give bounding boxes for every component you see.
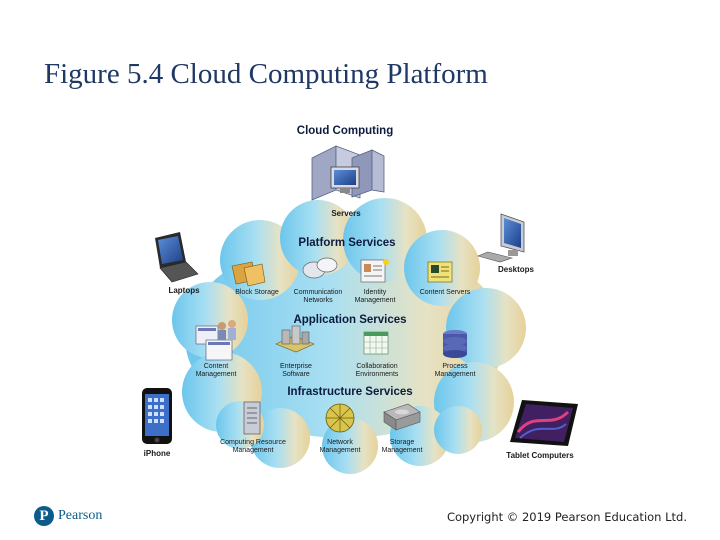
platform-item-label: Content Servers <box>420 289 471 296</box>
pearson-logo-mark: P <box>34 506 54 526</box>
servers-label: Servers <box>331 209 361 218</box>
platform-item-label: Block Storage <box>235 289 279 296</box>
application-item-label: Management <box>435 371 476 378</box>
pearson-logo: P Pearson <box>34 506 102 526</box>
infrastructure-services-title: Infrastructure Services <box>287 386 412 398</box>
laptops-label: Laptops <box>168 286 200 295</box>
block-storage-icon <box>231 261 266 287</box>
platform-item-label: Identity <box>364 289 387 296</box>
tablets-label: Tablet Computers <box>506 451 574 460</box>
computing-resource-icon <box>243 401 261 435</box>
application-item-label: Collaboration <box>356 363 397 370</box>
network-management-icon <box>325 403 355 433</box>
collaboration-environments-icon <box>363 331 389 355</box>
laptop-icon <box>155 232 199 283</box>
desktops-label: Desktops <box>498 265 535 274</box>
infrastructure-item-label: Management <box>320 447 361 454</box>
slide-title: Figure 5.4 Cloud Computing Platform <box>44 58 488 90</box>
application-item-label: Process <box>442 363 468 370</box>
content-servers-icon <box>427 261 453 283</box>
application-item-label: Enterprise <box>280 363 312 370</box>
pearson-logo-text: Pearson <box>58 508 103 523</box>
infrastructure-item-label: Management <box>233 447 274 454</box>
platform-item-label: Networks <box>303 297 333 304</box>
application-item-label: Environments <box>356 371 399 378</box>
tablet-icon <box>510 400 578 446</box>
process-management-icon <box>443 330 467 358</box>
desktop-icon <box>477 213 525 263</box>
infrastructure-item-label: Management <box>382 447 423 454</box>
communication-networks-icon <box>302 257 338 279</box>
content-management-icon <box>195 320 236 361</box>
servers-icon <box>311 145 385 201</box>
copyright-notice: Copyright © 2019 Pearson Education Ltd. <box>446 510 687 524</box>
application-item-label: Management <box>196 371 237 378</box>
iphone-label: iPhone <box>144 449 171 458</box>
identity-management-icon <box>360 259 389 283</box>
platform-item-label: Management <box>355 297 396 304</box>
application-item-label: Content <box>204 363 229 370</box>
infrastructure-item-label: Storage <box>390 439 415 446</box>
infrastructure-item-label: Network <box>327 439 353 446</box>
enterprise-software-icon <box>275 325 315 353</box>
platform-services-title: Platform Services <box>298 237 395 249</box>
iphone-icon <box>142 388 172 444</box>
platform-item-label: Communication <box>294 289 343 296</box>
application-services-title: Application Services <box>293 314 406 326</box>
cloud-shape <box>172 198 526 474</box>
storage-management-icon <box>383 403 421 431</box>
infrastructure-item-label: Computing Resource <box>220 439 286 446</box>
diagram-heading: Cloud Computing <box>297 125 393 137</box>
application-item-label: Software <box>282 371 310 378</box>
